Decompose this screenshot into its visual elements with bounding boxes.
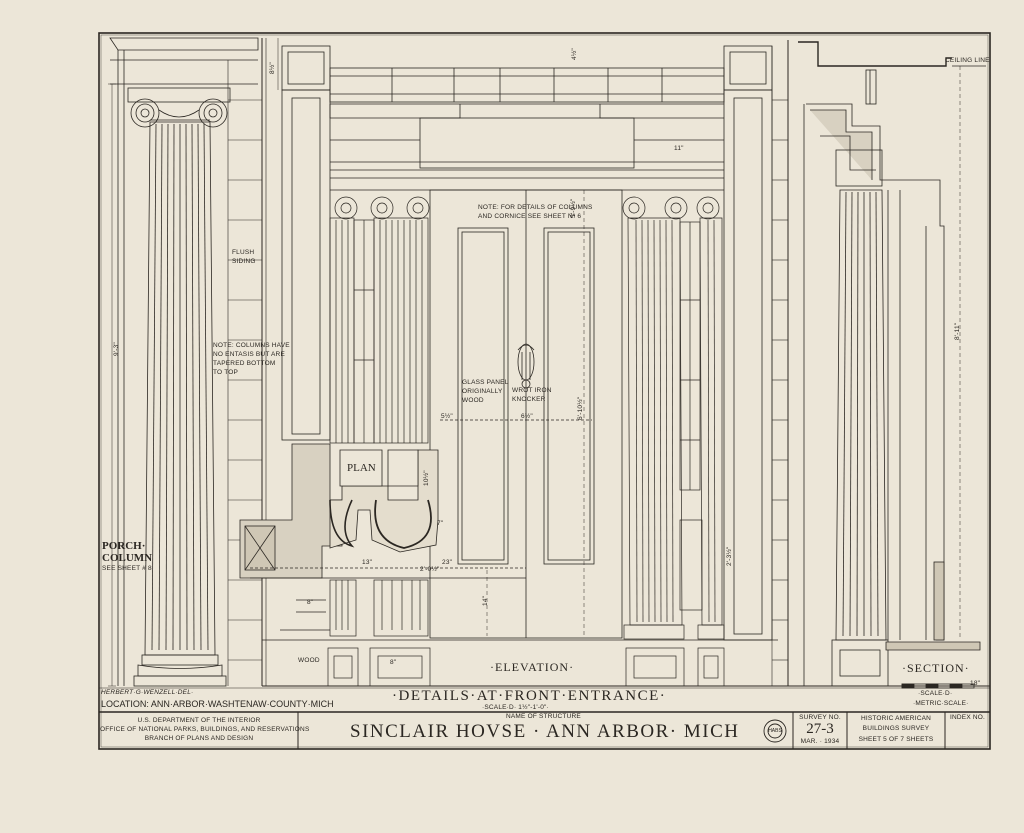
dim-2-0: 2'-0½" — [420, 566, 440, 573]
habs-seal — [763, 719, 787, 743]
porch-column — [109, 37, 259, 687]
habs-line-1: HISTORIC AMERICAN — [860, 715, 932, 722]
dim-13: 13" — [362, 559, 373, 566]
sheet-number: SHEET 5 OF 7 SHEETS — [858, 736, 934, 743]
flush-siding-label: FLUSH SIDING — [232, 249, 256, 265]
wood-label: WOOD — [298, 657, 320, 664]
knocker-note: WROT IRON KNOCKER — [512, 387, 552, 403]
structure-name: SINCLAIR HOVSE · ANN ARBOR· MICH — [350, 721, 740, 742]
dim-18: 18" — [970, 680, 981, 687]
dim-5-half: 5½" — [441, 413, 453, 420]
drawing-scale: ·SCALE·D· 1½"-1'-0"· — [482, 704, 549, 711]
glass-panel-note: GLASS PANEL ORIGINALLY WOOD — [462, 379, 509, 404]
dim-11: 11" — [674, 145, 684, 152]
survey-date: MAR. · 1934 — [800, 738, 840, 745]
dept-line-2: OFFICE OF NATIONAL PARKS, BUILDINGS, AND… — [100, 726, 310, 733]
plan-detail — [239, 443, 526, 631]
habs-seal-text: HABS — [768, 728, 782, 734]
elevation-label: ·ELEVATION· — [490, 660, 575, 674]
porch-column-ref: SEE SHEET # 8 — [102, 565, 152, 572]
name-of-structure-label: NAME OF STRUCTURE — [506, 713, 581, 720]
section-detail — [798, 41, 986, 687]
index-no-label: INDEX NO. — [949, 714, 986, 721]
columns-note: NOTE: COLUMNS HAVE NO ENTASIS BUT ARE TA… — [213, 342, 290, 376]
dim-6-half: 6½" — [521, 413, 533, 420]
delineator: HERBERT·G·WENZELL·DEL· — [101, 689, 194, 696]
location: LOCATION: ANN·ARBOR·WASHTENAW·COUNTY·MIC… — [101, 699, 334, 709]
survey-number: 27-3 — [806, 721, 834, 737]
scale-bar — [901, 683, 975, 689]
habs-line-2: BUILDINGS SURVEY — [862, 725, 930, 732]
entrance-columns — [327, 196, 725, 687]
survey-no-label: SURVEY NO. — [799, 714, 841, 721]
dim-8-side: 8" — [307, 599, 314, 606]
dim-4-half: 4½" — [571, 48, 578, 60]
dept-line-3: BRANCH OF PLANS AND DESIGN — [144, 735, 254, 742]
dim-9-3: 9'-3" — [113, 342, 120, 356]
details-note: NOTE: FOR DETAILS OF COLUMNS AND CORNICE… — [478, 204, 593, 220]
dim-6-10: 6'-10½" — [577, 396, 584, 420]
plan-label: PLAN — [347, 462, 376, 474]
section-label: ·SECTION· — [902, 661, 970, 675]
porch-column-label: PORCH· COLUMN — [102, 540, 153, 564]
dept-line-1: U.S. DEPARTMENT OF THE INTERIOR — [137, 717, 261, 724]
dim-10-half: 10½" — [423, 470, 430, 486]
drawing-title: ·DETAILS·AT·FRONT·ENTRANCE· — [392, 688, 667, 704]
metric-scale-label: ·METRIC·SCALE· — [913, 700, 969, 707]
ceiling-line-label: CEILING LINE — [945, 57, 990, 64]
dim-14: 14" — [482, 595, 489, 606]
dim-7: 7" — [437, 520, 444, 527]
dim-5-9: 5'-9½" — [570, 198, 577, 218]
dim-8: 8" — [390, 659, 397, 666]
dim-2-3: 2'-3½" — [726, 546, 733, 566]
door — [429, 189, 623, 639]
dim-23: 23" — [442, 559, 453, 566]
dim-8-half: 8½" — [269, 62, 276, 74]
dim-8-11: 8'-11" — [954, 322, 961, 340]
scale-d-label: ·SCALE·D· — [918, 690, 953, 697]
